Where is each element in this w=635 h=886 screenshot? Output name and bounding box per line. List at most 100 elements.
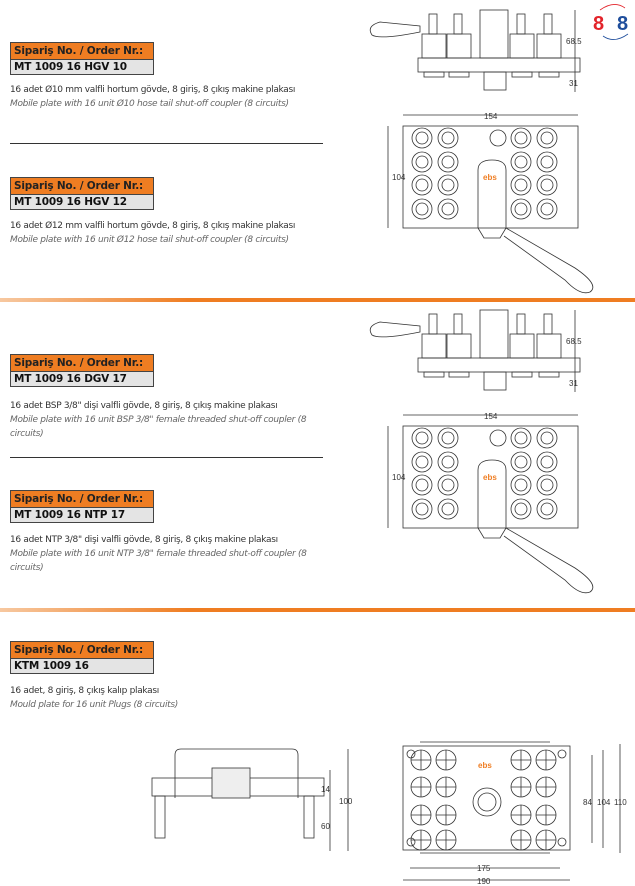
order-label: Sipariş No. / Order Nr.: bbox=[11, 355, 153, 372]
description-en: Mould plate for 16 unit Plugs (8 circuit… bbox=[10, 700, 178, 710]
connector bbox=[483, 71, 507, 91]
coupler-port-inner bbox=[540, 202, 554, 216]
coupler-port bbox=[437, 474, 459, 496]
coupler-port bbox=[510, 127, 532, 149]
description-tr: 16 adet Ø12 mm valfli hortum gövde, 8 gi… bbox=[10, 221, 296, 231]
description-en: Mobile plate with 16 unit Ø12 hose tail … bbox=[10, 235, 289, 245]
coupler-port bbox=[437, 127, 459, 149]
coupler-port bbox=[437, 498, 459, 520]
mounting-hole bbox=[557, 749, 567, 759]
coupler bbox=[446, 333, 472, 359]
hose-tail bbox=[453, 13, 463, 35]
coupler-port bbox=[510, 198, 532, 220]
coupler-port bbox=[536, 427, 558, 449]
coupler-port-inner bbox=[514, 478, 528, 492]
description-tr: 16 adet BSP 3/8" dişi valfli gövde, 8 gi… bbox=[10, 401, 278, 411]
coupler-port-inner bbox=[415, 455, 429, 469]
base-plate bbox=[417, 357, 581, 373]
dim-below: 31 bbox=[569, 79, 578, 88]
dim-84: 84 bbox=[583, 798, 592, 807]
coupler bbox=[509, 33, 535, 59]
hose-tail bbox=[516, 313, 526, 335]
hose-tail bbox=[543, 13, 553, 35]
valve-body bbox=[479, 9, 509, 59]
mounting-hole bbox=[406, 749, 416, 759]
coupler-base bbox=[423, 71, 445, 78]
dim-175: 175 bbox=[477, 864, 491, 873]
base-plate bbox=[417, 57, 581, 73]
order-box: Sipariş No. / Order Nr.:MT 1009 16 HGV 1… bbox=[10, 42, 154, 75]
order-code: KTM 1009 16 bbox=[11, 659, 153, 673]
order-box: Sipariş No. / Order Nr.:KTM 1009 16 bbox=[10, 641, 154, 674]
coupler-port bbox=[437, 174, 459, 196]
coupler-port bbox=[536, 127, 558, 149]
coupler-port-inner bbox=[514, 131, 528, 145]
description-tr: 16 adet Ø10 mm valfli hortum gövde, 8 gi… bbox=[10, 85, 296, 95]
dim-60: 60 bbox=[321, 822, 330, 831]
coupler-port-inner bbox=[415, 502, 429, 516]
lever-handle bbox=[503, 527, 594, 594]
coupler-port bbox=[437, 151, 459, 173]
dim-190: 190 bbox=[477, 877, 491, 886]
coupler-port bbox=[411, 127, 433, 149]
order-label: Sipariş No. / Order Nr.: bbox=[11, 642, 153, 659]
coupler bbox=[536, 333, 562, 359]
coupler-port bbox=[536, 151, 558, 173]
coupler-port bbox=[437, 451, 459, 473]
order-label: Sipariş No. / Order Nr.: bbox=[11, 43, 153, 60]
coupler-port bbox=[536, 498, 558, 520]
coupler-base bbox=[538, 71, 560, 78]
order-code: MT 1009 16 HGV 12 bbox=[11, 195, 153, 209]
description-tr: 16 adet NTP 3/8" dişi valfli gövde, 8 gi… bbox=[10, 535, 278, 545]
coupler-port-inner bbox=[540, 155, 554, 169]
coupler-port bbox=[510, 498, 532, 520]
coupler-base bbox=[538, 371, 560, 378]
ebs-logo: ebs bbox=[483, 173, 497, 182]
order-code: MT 1009 16 HGV 10 bbox=[11, 60, 153, 74]
coupler-port bbox=[536, 198, 558, 220]
coupler-port-inner bbox=[540, 431, 554, 445]
coupler-port-inner bbox=[441, 502, 455, 516]
coupler-base bbox=[448, 371, 470, 378]
description-tr: 16 adet, 8 giriş, 8 çıkış kalıp plakası bbox=[10, 686, 159, 696]
coupler-port-inner bbox=[415, 155, 429, 169]
coupler-port bbox=[411, 174, 433, 196]
plate-outline bbox=[402, 125, 579, 229]
coupler-port-inner bbox=[441, 455, 455, 469]
coupler-port-inner bbox=[441, 131, 455, 145]
connector bbox=[483, 371, 507, 391]
coupler-port bbox=[510, 427, 532, 449]
description-en: Mobile plate with 16 unit Ø10 hose tail … bbox=[10, 99, 289, 109]
handle bbox=[369, 321, 421, 338]
mould-plate-top-view: ebs 84 104 110 175 190 bbox=[402, 741, 627, 886]
plug bbox=[489, 129, 507, 147]
coupler-port-inner bbox=[415, 131, 429, 145]
dim-104: 104 bbox=[597, 798, 611, 807]
dim-14: 14 bbox=[321, 785, 330, 794]
coupler-port bbox=[437, 198, 459, 220]
coupler bbox=[421, 333, 447, 359]
order-box: Sipariş No. / Order Nr.:MT 1009 16 NTP 1… bbox=[10, 490, 154, 523]
coupler-port-inner bbox=[514, 431, 528, 445]
coupler-port bbox=[536, 174, 558, 196]
coupler-port-inner bbox=[441, 202, 455, 216]
coupler-port-inner bbox=[540, 478, 554, 492]
coupler-port bbox=[510, 451, 532, 473]
coupler-port-inner bbox=[514, 455, 528, 469]
coupler-port-inner bbox=[415, 431, 429, 445]
coupler-port bbox=[536, 451, 558, 473]
coupler-port bbox=[411, 474, 433, 496]
hose-tail bbox=[428, 13, 438, 35]
coupler bbox=[536, 33, 562, 59]
coupler-port bbox=[536, 474, 558, 496]
dim-depth: 104 bbox=[392, 473, 406, 482]
order-code: MT 1009 16 NTP 17 bbox=[11, 508, 153, 522]
plate-outline bbox=[402, 425, 579, 529]
product-description: 16 adet NTP 3/8" dişi valfli gövde, 8 gi… bbox=[10, 533, 340, 575]
dim-height: 68.5 bbox=[566, 37, 582, 46]
dim-width: 154 bbox=[484, 112, 498, 121]
coupler-port-inner bbox=[441, 431, 455, 445]
dim-below: 31 bbox=[569, 379, 578, 388]
